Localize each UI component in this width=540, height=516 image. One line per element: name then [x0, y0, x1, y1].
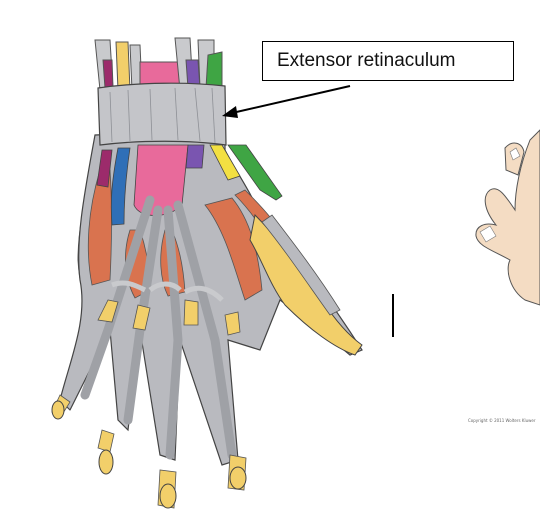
tendon-junctures	[111, 280, 224, 302]
extensor-retinaculum	[97, 82, 227, 146]
extensor-tendons	[80, 195, 237, 460]
callout-label-box: Extensor retinaculum	[262, 41, 514, 81]
retinaculum-fibers	[109, 87, 216, 144]
forearm-tendons	[94, 37, 223, 91]
copyright-text: Copyright © 2011 Wolters Kluwer	[468, 418, 536, 423]
callout-arrow	[222, 85, 351, 118]
callout-label: Extensor retinaculum	[277, 50, 456, 71]
thumb-tendon	[261, 214, 341, 316]
fingertips	[51, 400, 247, 509]
reference-hand-sketch	[475, 129, 540, 306]
